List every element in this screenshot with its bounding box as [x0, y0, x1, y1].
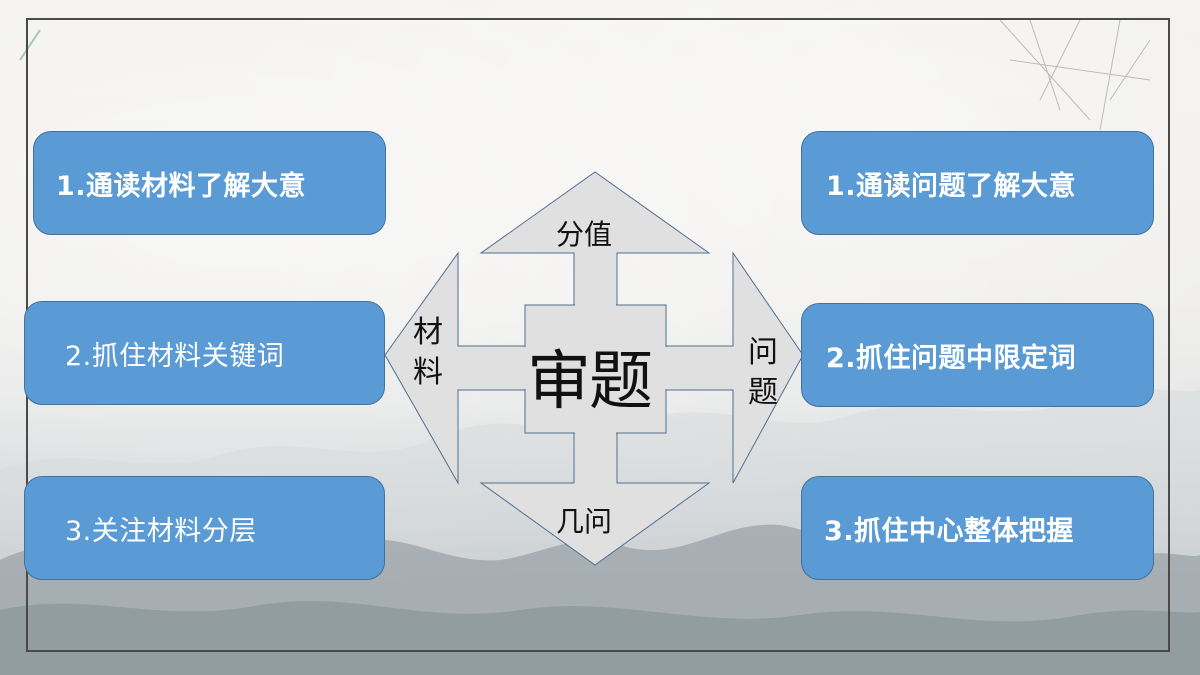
left-box-2-label: 2.抓住材料关键词 — [65, 340, 285, 372]
left-arrow-label: 材 料 — [410, 313, 446, 393]
right-arrow-label-char-2: 题 — [748, 375, 778, 410]
left-box-3: 3.关注材料分层 — [24, 476, 385, 580]
right-arrow-label: 问 题 — [745, 333, 781, 413]
left-arrow-label-char-2: 料 — [413, 355, 443, 390]
center-label: 审题 — [527, 345, 653, 419]
right-arrow-label-char-1: 问 — [748, 335, 778, 370]
right-box-2-label: 2.抓住问题中限定词 — [826, 342, 1077, 374]
right-box-3: 3.抓住中心整体把握 — [801, 476, 1154, 580]
left-arrow-label-char-1: 材 — [413, 315, 443, 350]
right-box-2: 2.抓住问题中限定词 — [801, 303, 1154, 407]
left-arrow-shape — [384, 251, 526, 485]
right-box-1-label: 1.通读问题了解大意 — [826, 170, 1077, 202]
down-arrow-shape — [479, 432, 711, 566]
left-box-1-label: 1.通读材料了解大意 — [56, 170, 307, 202]
left-box-3-label: 3.关注材料分层 — [65, 515, 257, 547]
up-arrow-label: 分值 — [556, 218, 613, 251]
left-box-1: 1.通读材料了解大意 — [33, 131, 386, 235]
down-arrow-label: 几问 — [556, 505, 613, 538]
right-box-1: 1.通读问题了解大意 — [801, 131, 1154, 235]
right-box-3-label: 3.抓住中心整体把握 — [824, 515, 1075, 547]
right-arrow-shape — [665, 251, 804, 484]
left-box-2: 2.抓住材料关键词 — [24, 301, 385, 405]
